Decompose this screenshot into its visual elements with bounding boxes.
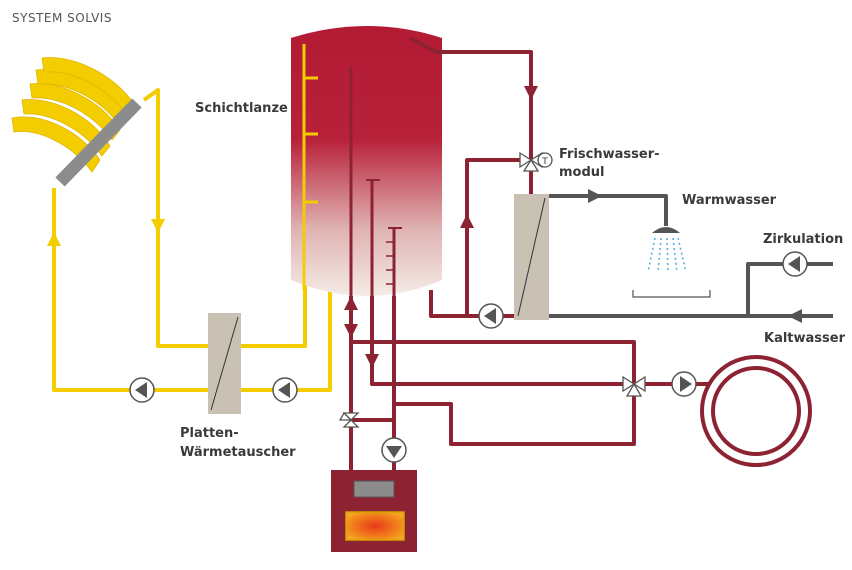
solar-secondary-pipe: [241, 282, 332, 392]
frischwasser-exchanger-icon: [514, 194, 549, 320]
flow-arrow-up-icon: [460, 214, 474, 228]
frischwasser-label-line2: modul: [559, 165, 605, 180]
flow-arrow-down-icon: [151, 219, 165, 233]
frischwasser-bypass-pipe: [465, 158, 527, 316]
shower-icon: [632, 227, 711, 298]
boiler-valve-icon: [338, 411, 360, 428]
tank-hot-outlet-pipe: [409, 36, 533, 318]
zirkulation-label: Zirkulation: [763, 232, 843, 247]
diagram-title: SYSTEM SOLVIS: [12, 11, 112, 25]
frischwasser-pump-icon: [478, 303, 504, 329]
storage-tank-icon: [291, 26, 442, 296]
solar-collector-icon: [11, 57, 142, 187]
zirkulation-pump-icon: [782, 251, 808, 277]
boiler-pump-icon: [381, 437, 407, 463]
boiler-icon: [331, 470, 417, 552]
solar-flow-pipe: [142, 88, 208, 348]
frischwasser-label-line1: Frischwasser-: [559, 147, 660, 162]
sensor-t-label: T: [541, 157, 548, 167]
heating-flow-pipe: [370, 296, 708, 386]
flow-arrow-left-icon: [788, 309, 802, 323]
heating-bypass-pipe: [351, 340, 636, 446]
plate-heat-exchanger-icon: [208, 313, 241, 414]
flow-arrow-right-icon: [588, 189, 602, 203]
kaltwasser-label: Kaltwasser: [764, 331, 846, 346]
heating-pump-icon: [671, 371, 697, 397]
warmwasser-pipe: [549, 194, 668, 226]
solar-pump-left-icon: [129, 377, 155, 403]
temperature-sensor-icon: T: [537, 152, 553, 168]
heating-mixing-valve-icon: [622, 375, 646, 397]
flow-arrow-up-icon: [47, 232, 61, 246]
flow-arrow-up-icon: [344, 296, 358, 310]
solar-return-pipe: [52, 188, 208, 392]
warmwasser-label: Warmwasser: [682, 193, 777, 208]
solar-pump-right-icon: [272, 377, 298, 403]
platten-label-line1: Platten-: [180, 426, 239, 441]
flow-arrow-down-icon: [365, 354, 379, 368]
flow-arrow-down-icon: [524, 86, 538, 100]
flow-arrow-down-icon: [344, 324, 358, 338]
platten-label-line2: Wärmetauscher: [180, 445, 296, 460]
heating-circuit-icon: [700, 355, 812, 467]
schichtlanze-label: Schichtlanze: [195, 101, 288, 116]
